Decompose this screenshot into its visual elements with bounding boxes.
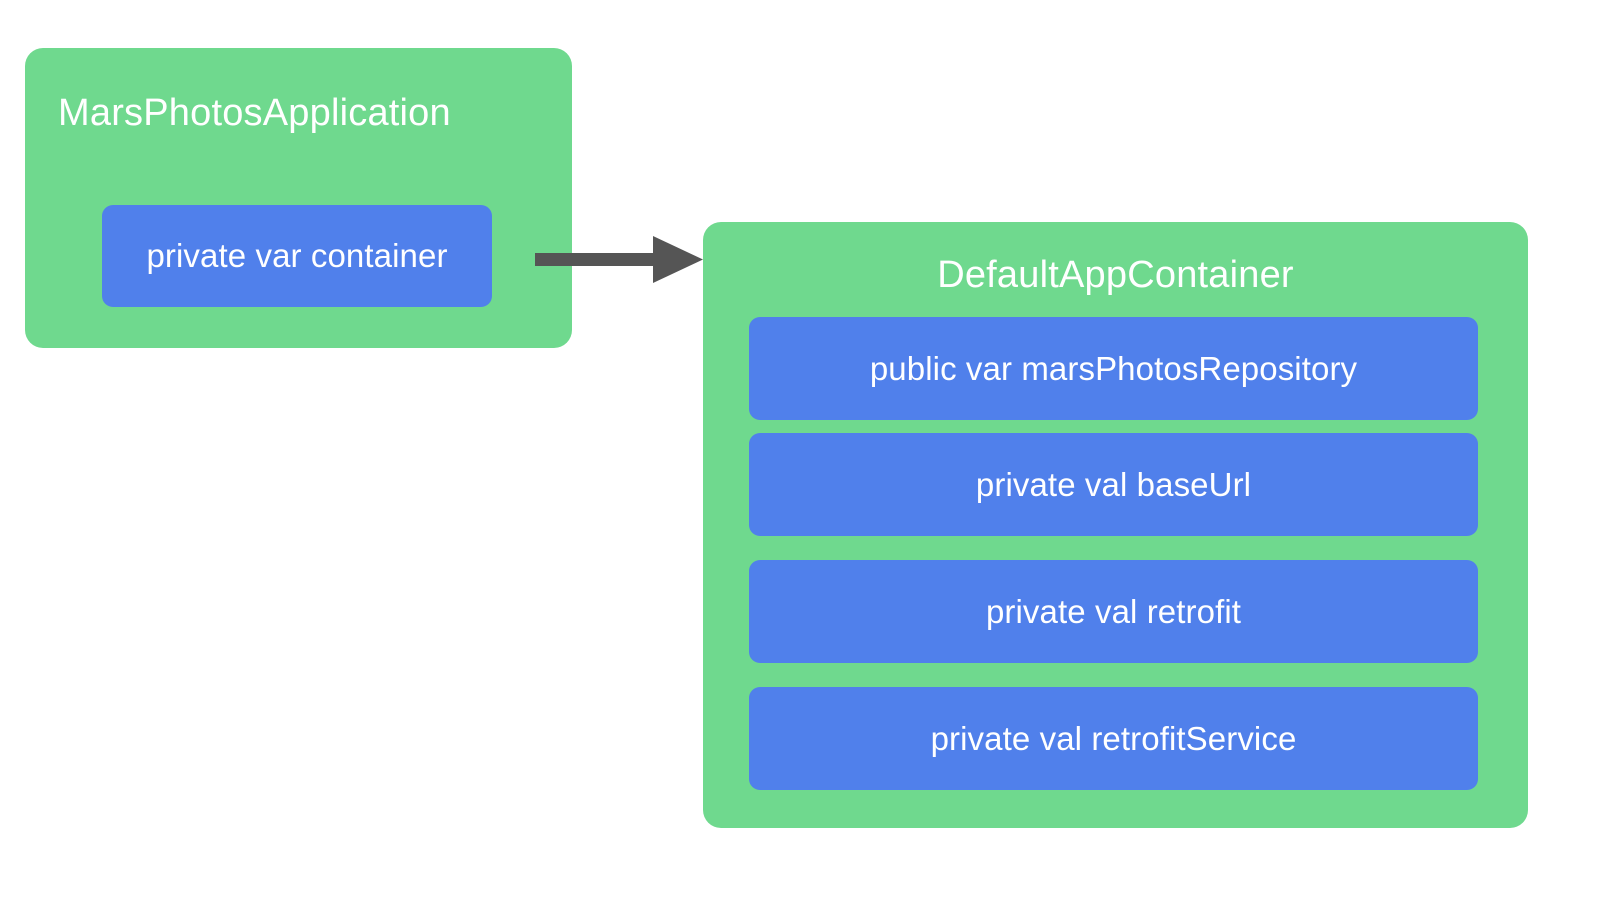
member-private-val-retrofit-service: private val retrofitService	[749, 687, 1478, 790]
member-public-var-mars-photos-repository: public var marsPhotosRepository	[749, 317, 1478, 420]
member-private-val-base-url: private val baseUrl	[749, 433, 1478, 536]
arrow-container-to-default-app-container	[535, 230, 710, 290]
arrow-icon	[535, 236, 703, 283]
member-private-val-retrofit: private val retrofit	[749, 560, 1478, 663]
class-card-default-app-container: DefaultAppContainer public var marsPhoto…	[703, 222, 1528, 828]
class-title-mars-photos-application: MarsPhotosApplication	[58, 92, 451, 134]
class-card-mars-photos-application: MarsPhotosApplication private var contai…	[25, 48, 572, 348]
member-private-var-container: private var container	[102, 205, 492, 307]
class-title-default-app-container: DefaultAppContainer	[937, 254, 1294, 296]
